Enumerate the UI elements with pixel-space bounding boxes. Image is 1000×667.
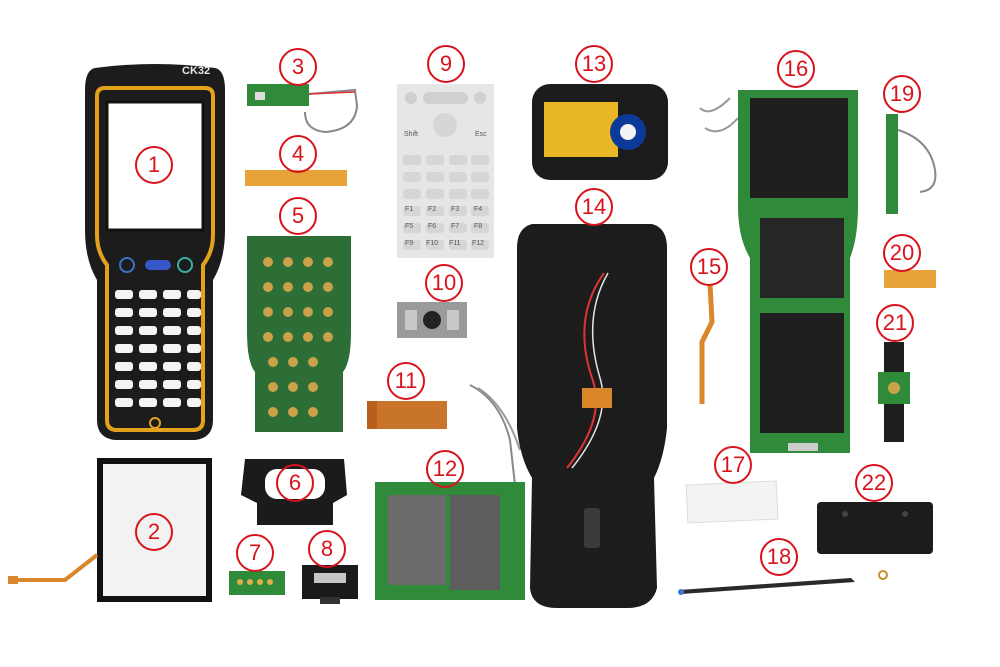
callout-19: 19 <box>883 75 921 113</box>
stylus <box>678 570 888 595</box>
rubber-keypad <box>397 84 494 258</box>
callout-2: 2 <box>135 513 173 551</box>
key-f2: F2 <box>428 206 437 213</box>
key-f6: F6 <box>428 223 437 230</box>
callout-20: 20 <box>883 234 921 272</box>
white-cover <box>685 480 779 524</box>
callout-7: 7 <box>236 534 274 572</box>
callout-9: 9 <box>427 45 465 83</box>
key-f11: F11 <box>449 240 461 247</box>
callout-10: 10 <box>425 264 463 302</box>
key-f1: F1 <box>405 206 414 213</box>
key-f5: F5 <box>405 223 414 230</box>
key-f4: F4 <box>474 206 483 213</box>
battery-contact-board <box>878 342 910 442</box>
keypad-pcb <box>247 236 351 432</box>
front-housing <box>85 64 225 440</box>
watermark: ​ <box>363 254 397 326</box>
key-f12: F12 <box>472 240 485 247</box>
key-f3: F3 <box>451 206 460 213</box>
narrow-flex-15 <box>699 283 715 404</box>
callout-8: 8 <box>308 530 346 568</box>
black-bracket <box>817 502 933 554</box>
device-model-label: CK32 <box>182 65 211 77</box>
key-f9: F9 <box>405 240 414 247</box>
callout-21: 21 <box>876 304 914 342</box>
dock-connector <box>302 565 358 604</box>
callout-14: 14 <box>575 188 613 226</box>
callout-12: 12 <box>426 450 464 488</box>
flex-cable-11 <box>367 401 447 429</box>
callout-17: 17 <box>714 446 752 484</box>
callout-13: 13 <box>575 45 613 83</box>
callout-16: 16 <box>777 50 815 88</box>
scan-engine <box>397 302 467 338</box>
callout-1: 1 <box>135 146 173 184</box>
callout-15: 15 <box>690 248 728 286</box>
strip-pcb-with-cable <box>886 114 937 214</box>
callout-6: 6 <box>276 464 314 502</box>
contacts-pcb <box>229 571 285 595</box>
keypad-board <box>699 90 858 453</box>
key-f7: F7 <box>451 223 460 230</box>
touch-panel <box>8 458 212 602</box>
key-f10: F10 <box>426 240 439 247</box>
main-board <box>375 384 525 600</box>
battery <box>532 84 668 180</box>
key-esc: Esc <box>475 131 487 138</box>
callout-3: 3 <box>279 48 317 86</box>
callout-22: 22 <box>855 464 893 502</box>
callout-4: 4 <box>279 135 317 173</box>
key-shift: Shift <box>404 131 419 138</box>
flex-strip-4 <box>245 170 347 186</box>
back-housing <box>517 224 667 608</box>
callout-11: 11 <box>387 362 425 400</box>
small-pcb-with-cable <box>247 84 359 134</box>
callout-5: 5 <box>279 197 317 235</box>
flex-strip-20 <box>884 270 936 288</box>
key-f8: F8 <box>474 223 483 230</box>
callout-18: 18 <box>760 538 798 576</box>
